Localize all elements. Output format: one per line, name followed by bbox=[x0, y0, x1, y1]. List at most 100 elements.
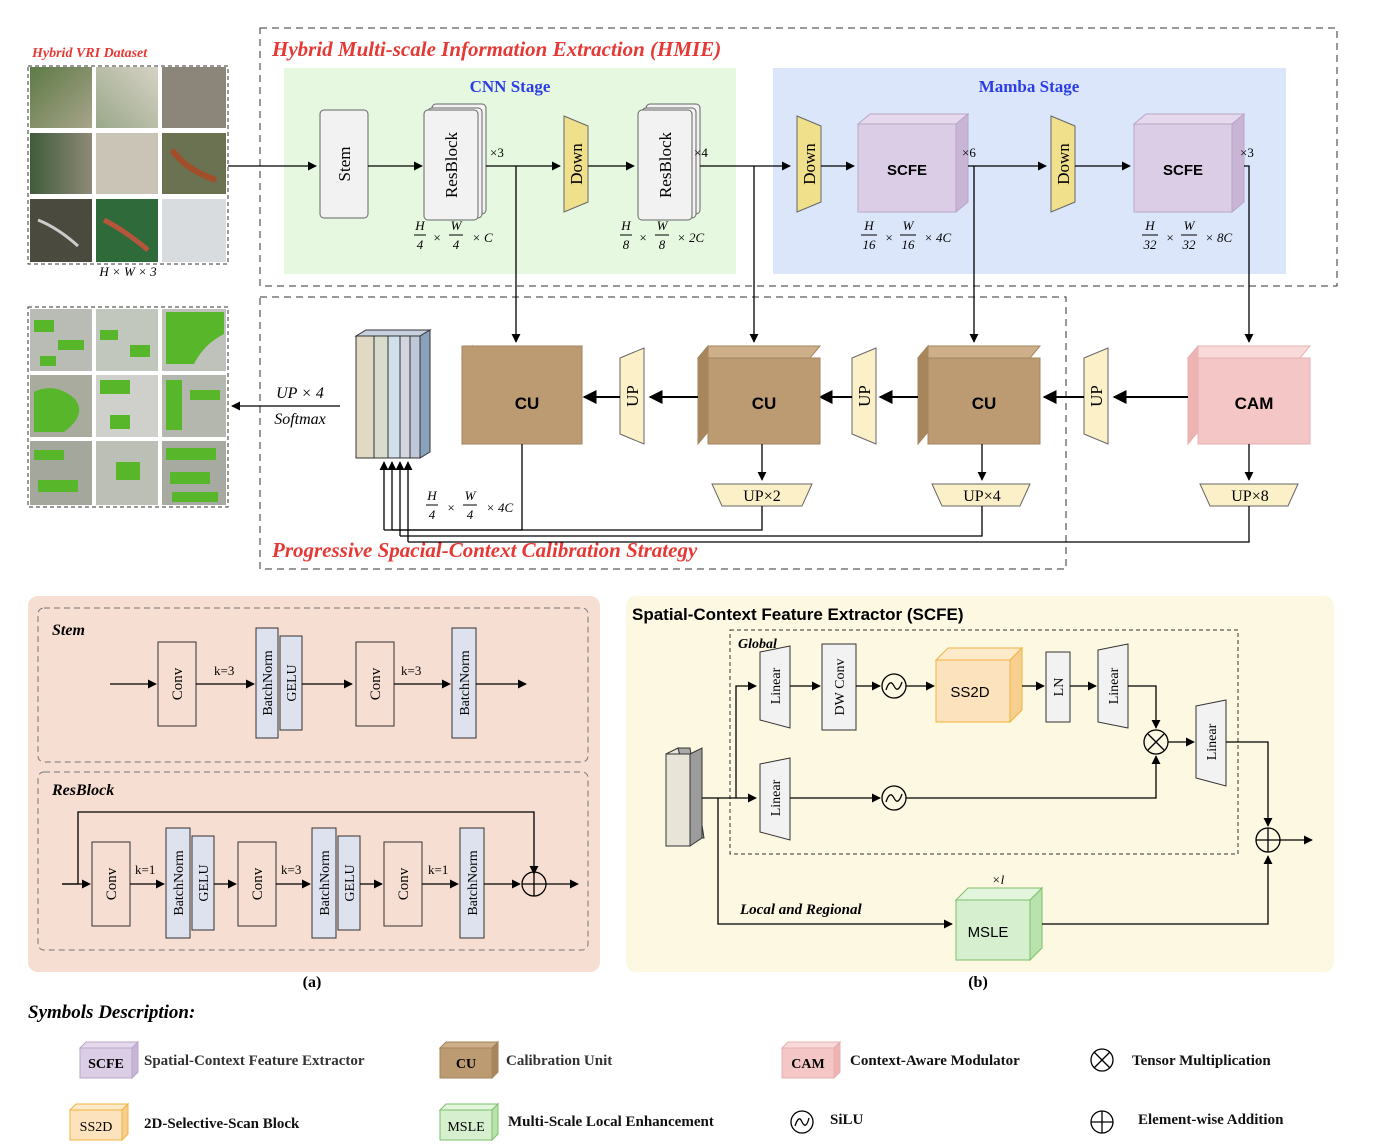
svg-text:Linear: Linear bbox=[769, 779, 784, 816]
resblock2-label: ResBlock bbox=[656, 131, 675, 198]
svg-text:Conv: Conv bbox=[396, 867, 412, 900]
legend-msle-text: Multi-Scale Local Enhancement bbox=[508, 1114, 714, 1130]
dataset-title: Hybrid VRI Dataset bbox=[31, 46, 148, 61]
panel-a-resblock-title: ResBlock bbox=[51, 782, 114, 799]
svg-text:Conv: Conv bbox=[104, 867, 120, 900]
input-image-grid bbox=[28, 66, 228, 264]
cnn-stage-title: CNN Stage bbox=[470, 77, 551, 96]
legend-msle-tag: MSLE bbox=[447, 1120, 484, 1135]
legend-cam-text: Context-Aware Modulator bbox=[850, 1053, 1020, 1069]
res-k3: k=1 bbox=[428, 862, 448, 877]
svg-text:GELU: GELU bbox=[343, 864, 358, 901]
down-label-cnn: Down bbox=[567, 143, 586, 185]
svg-text:GELU: GELU bbox=[197, 864, 212, 901]
svg-text:16: 16 bbox=[863, 237, 877, 252]
legend-multiply-text: Tensor Multiplication bbox=[1132, 1053, 1271, 1069]
output-mask-grid bbox=[28, 307, 228, 507]
res-k1: k=1 bbox=[135, 862, 155, 877]
legend-silu-icon bbox=[791, 1111, 813, 1133]
svg-text:Conv: Conv bbox=[368, 667, 384, 700]
svg-text:4: 4 bbox=[429, 507, 436, 522]
svg-text:×: × bbox=[639, 230, 648, 245]
up-x2-label: UP×2 bbox=[743, 488, 780, 505]
legend-add-text: Element-wise Addition bbox=[1138, 1112, 1284, 1128]
legend-title: Symbols Description: bbox=[28, 1002, 195, 1023]
ln-label: LN bbox=[1052, 678, 1067, 697]
cu-label-3: CU bbox=[972, 394, 997, 413]
svg-text:BatchNorm: BatchNorm bbox=[466, 850, 481, 915]
panel-b-caption: (b) bbox=[968, 974, 988, 991]
svg-text:4: 4 bbox=[453, 237, 460, 252]
legend-scfe-text: Spatial-Context Feature Extractor bbox=[144, 1053, 365, 1069]
svg-text:W: W bbox=[1184, 218, 1196, 233]
scfe1-repeat: ×6 bbox=[962, 145, 976, 160]
down-label-mamba-2: Down bbox=[1054, 143, 1073, 185]
res-add-icon bbox=[522, 872, 546, 896]
svg-text:H: H bbox=[414, 218, 425, 233]
cam-label: CAM bbox=[1235, 394, 1274, 413]
svg-text:× 4C: × 4C bbox=[924, 230, 952, 245]
svg-text:BatchNorm: BatchNorm bbox=[458, 650, 473, 715]
resblock1-repeat: ×3 bbox=[490, 145, 504, 160]
scfe-label-2: SCFE bbox=[1163, 162, 1203, 179]
out-softmax-label: Softmax bbox=[274, 411, 326, 428]
svg-text:W: W bbox=[657, 218, 669, 233]
svg-text:× 2C: × 2C bbox=[677, 230, 705, 245]
legend-cu-tag: CU bbox=[456, 1057, 476, 1072]
legend-add-icon bbox=[1091, 1111, 1113, 1133]
legend-cam-tag: CAM bbox=[791, 1057, 824, 1072]
legend-ss2d-text: 2D-Selective-Scan Block bbox=[144, 1116, 300, 1132]
svg-text:Linear: Linear bbox=[769, 667, 784, 704]
svg-text:32: 32 bbox=[1143, 237, 1158, 252]
svg-text:16: 16 bbox=[902, 237, 916, 252]
resblock2-repeat: ×4 bbox=[694, 145, 708, 160]
stem-k1: k=3 bbox=[214, 663, 234, 678]
add-icon bbox=[1256, 828, 1280, 852]
svg-text:W: W bbox=[465, 488, 477, 503]
svg-text:Linear: Linear bbox=[1205, 723, 1220, 760]
svg-text:4: 4 bbox=[467, 507, 474, 522]
svg-text:Conv: Conv bbox=[250, 867, 266, 900]
svg-text:8: 8 bbox=[623, 237, 630, 252]
panel-b-title: Spatial-Context Feature Extractor (SCFE) bbox=[632, 605, 964, 624]
legend-silu-text: SiLU bbox=[830, 1112, 864, 1128]
svg-text:BatchNorm: BatchNorm bbox=[172, 850, 187, 915]
hmie-title: Hybrid Multi-scale Information Extractio… bbox=[271, 37, 721, 61]
up-x4-label: UP×4 bbox=[963, 488, 1000, 505]
legend-multiply-icon bbox=[1091, 1049, 1113, 1071]
resblock1-label: ResBlock bbox=[442, 131, 461, 198]
scfe-input-feature bbox=[666, 748, 704, 846]
svg-text:× 4C: × 4C bbox=[486, 500, 514, 515]
svg-text:32: 32 bbox=[1182, 237, 1197, 252]
stem-k2: k=3 bbox=[401, 663, 421, 678]
local-label: Local and Regional bbox=[739, 902, 863, 918]
svg-text:W: W bbox=[903, 218, 915, 233]
svg-text:×: × bbox=[447, 500, 456, 515]
svg-text:BatchNorm: BatchNorm bbox=[318, 850, 333, 915]
concat-shape: H 4 × W 4 × 4C bbox=[426, 488, 514, 522]
concat-feature-stack bbox=[356, 330, 430, 458]
scfe-label-1: SCFE bbox=[887, 162, 927, 179]
stem-label: Stem bbox=[335, 147, 354, 182]
svg-text:4: 4 bbox=[417, 237, 424, 252]
svg-text:× C: × C bbox=[472, 230, 493, 245]
up-label-3: UP bbox=[1087, 385, 1106, 407]
svg-text:H: H bbox=[620, 218, 631, 233]
legend-cu-text: Calibration Unit bbox=[506, 1053, 612, 1069]
svg-text:W: W bbox=[451, 218, 463, 233]
panel-a-stem-title: Stem bbox=[52, 622, 85, 639]
down-label-mamba-1: Down bbox=[800, 143, 819, 185]
svg-text:8: 8 bbox=[659, 237, 666, 252]
svg-text:×: × bbox=[885, 230, 894, 245]
svg-text:GELU: GELU bbox=[285, 664, 300, 701]
svg-text:H: H bbox=[426, 488, 437, 503]
svg-text:×: × bbox=[1166, 230, 1175, 245]
out-up-label: UP × 4 bbox=[276, 385, 324, 402]
svg-text:BatchNorm: BatchNorm bbox=[261, 650, 276, 715]
panel-a-caption: (a) bbox=[303, 974, 322, 991]
ss2d-label: SS2D bbox=[950, 684, 989, 701]
scfe2-repeat: ×3 bbox=[1240, 145, 1254, 160]
legend-ss2d-tag: SS2D bbox=[80, 1120, 113, 1135]
svg-text:Linear: Linear bbox=[1107, 667, 1122, 704]
